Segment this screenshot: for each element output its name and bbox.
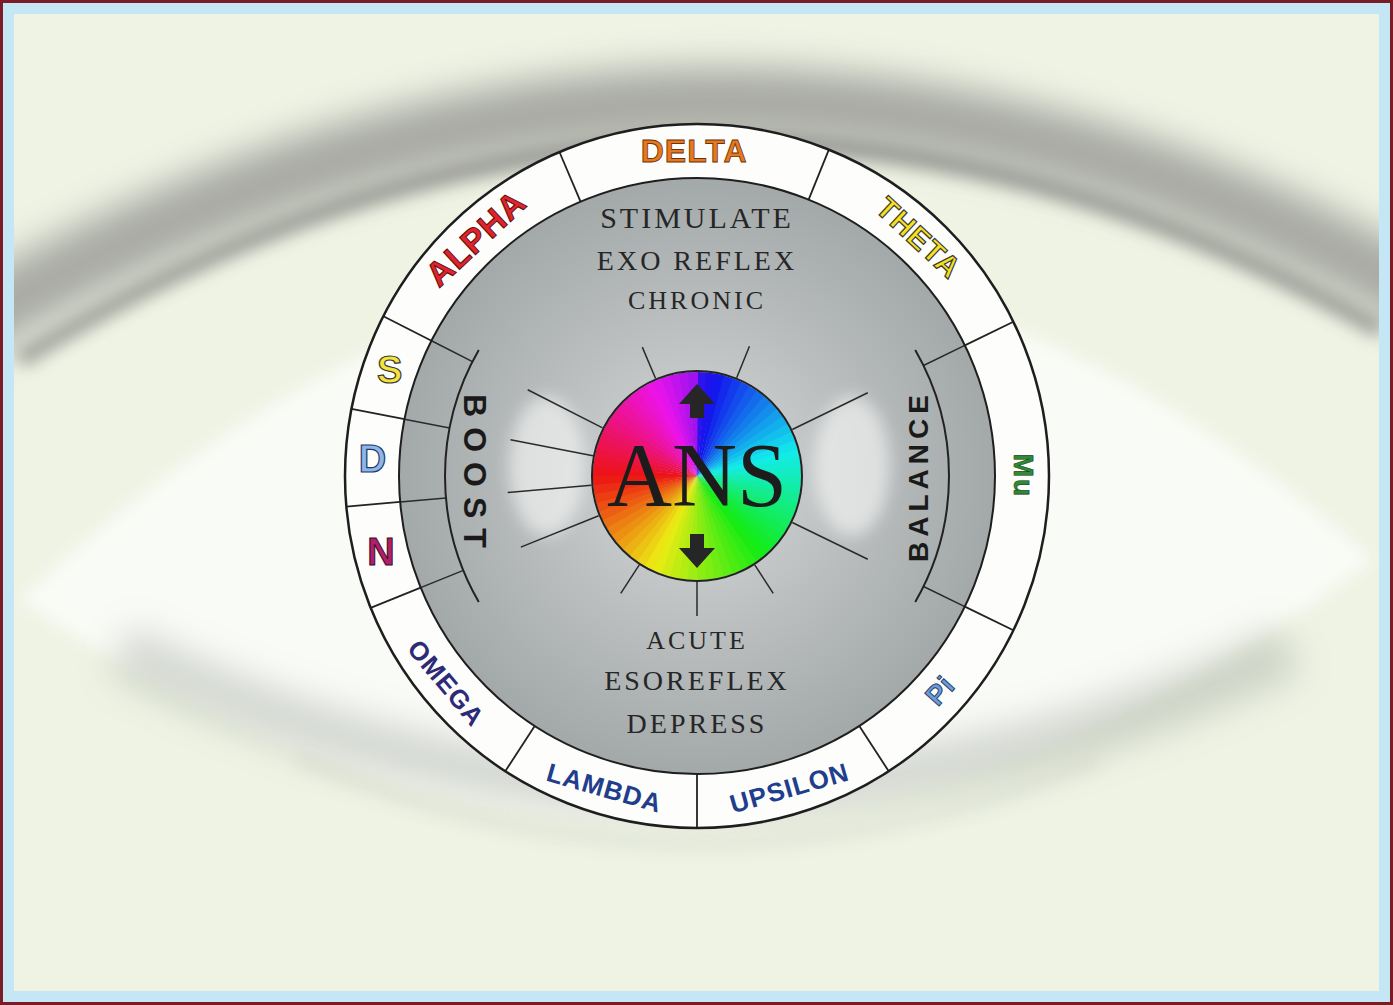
segment-divider xyxy=(505,726,534,771)
segment-label: ALPHA xyxy=(419,184,531,292)
segment-divider xyxy=(351,409,404,419)
spoke-line xyxy=(431,341,472,362)
ring-segment: S xyxy=(373,349,407,391)
segment-label: LAMBDA xyxy=(544,759,665,817)
spoke-line xyxy=(621,565,640,594)
arc-text: ESOREFLEX xyxy=(604,667,790,695)
ring-segment: N xyxy=(363,531,399,573)
band-ring xyxy=(399,178,995,774)
wheel xyxy=(345,124,1049,828)
label-band xyxy=(345,124,1049,828)
ring-segment: Mu xyxy=(1006,450,1038,503)
center-label: ANS xyxy=(607,431,787,521)
segment-divider xyxy=(371,588,421,608)
eye-highlight xyxy=(509,396,585,536)
ring-segment: DELTA xyxy=(637,133,752,169)
down-arrow xyxy=(679,534,715,568)
wheel-rim xyxy=(345,124,1049,828)
bracket-band: BALANCE xyxy=(903,386,935,566)
segment-label: Pi xyxy=(920,671,960,711)
spoke-line xyxy=(508,485,592,492)
segment-divider xyxy=(859,726,888,771)
segment-divider xyxy=(965,607,1014,631)
spoke-line xyxy=(642,347,655,378)
segment-divider xyxy=(965,322,1014,346)
spoke-line xyxy=(521,516,599,547)
upper-eyelid xyxy=(14,102,1379,330)
ring-segment: ALPHA xyxy=(414,180,536,297)
segment-divider xyxy=(696,774,698,828)
spoke-line xyxy=(737,346,750,378)
center-circle: ANS xyxy=(591,370,803,582)
segment-label: S xyxy=(377,351,402,389)
arc-text: ACUTE xyxy=(646,628,748,654)
ring-segment: D xyxy=(354,438,390,480)
eye-highlight xyxy=(814,396,890,536)
segment-divider xyxy=(346,502,400,507)
iris-disc xyxy=(399,178,995,774)
ring-segment: LAMBDA xyxy=(540,756,670,820)
spoke-line xyxy=(528,390,603,428)
ring-segment: THETA xyxy=(866,188,970,289)
spoke-line xyxy=(421,570,464,587)
segment-divider xyxy=(383,316,431,341)
ring-segment: UPSILON xyxy=(722,755,856,820)
bracket-band: BOOST xyxy=(457,390,493,562)
segment-label: THETA xyxy=(871,192,967,284)
segment-label: OMEGA xyxy=(403,635,489,731)
spoke-line xyxy=(510,440,592,456)
segment-label: Mu xyxy=(1008,454,1036,498)
arc-text: CHRONIC xyxy=(628,288,766,314)
segment-label: UPSILON xyxy=(727,758,852,817)
band-label: BALANCE xyxy=(905,390,933,562)
spoke-line xyxy=(923,586,964,606)
arc-text: STIMULATE xyxy=(600,203,794,233)
segment-label: DELTA xyxy=(641,135,748,167)
spoke-line xyxy=(696,582,698,616)
spoke-line xyxy=(923,345,964,365)
ring-segment: Pi xyxy=(916,667,965,716)
spoke-line xyxy=(400,498,446,502)
spoke-line xyxy=(792,522,867,559)
spoke-line xyxy=(755,565,774,594)
spoke-line xyxy=(792,393,867,430)
band-label: BOOST xyxy=(459,394,491,558)
segment-label: D xyxy=(359,440,386,478)
segment-label: N xyxy=(367,533,394,571)
segment-divider xyxy=(559,152,580,202)
center-rim xyxy=(592,371,802,581)
ring-segment: OMEGA xyxy=(399,630,494,735)
up-arrow xyxy=(679,384,715,418)
segment-divider xyxy=(809,150,829,200)
spoke-line xyxy=(404,419,449,428)
arc-text: DEPRESS xyxy=(627,710,768,738)
arc-text: EXO REFLEX xyxy=(597,247,797,275)
